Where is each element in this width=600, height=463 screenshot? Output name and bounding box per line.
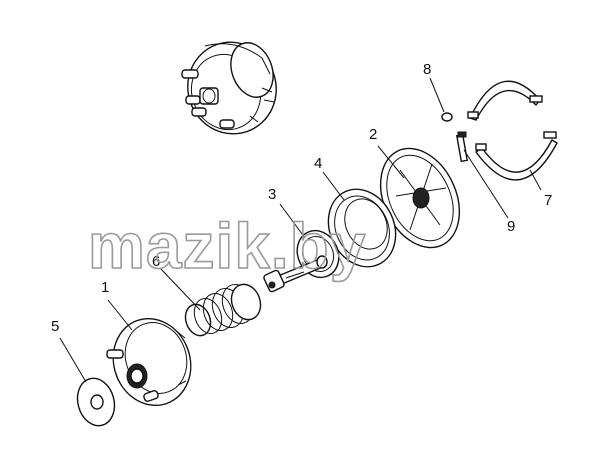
diaphragm-4: [327, 188, 397, 268]
spring-6: [184, 283, 262, 337]
callout-1: 1: [101, 279, 109, 296]
callout-4: 4: [314, 155, 322, 172]
front-housing-1: [106, 317, 192, 407]
leader-lines: [59, 77, 542, 383]
assembled-booster: [181, 41, 277, 135]
callout-8: 8: [423, 61, 431, 78]
washer-5: [76, 377, 116, 427]
callout-2: 2: [369, 126, 377, 143]
callout-9: 9: [507, 218, 515, 235]
callouts: 1 2 3 4 5 6 7 8 9: [51, 61, 552, 335]
callout-5: 5: [51, 318, 59, 335]
nut-8: [441, 112, 453, 122]
clamp-band-7: [467, 80, 558, 181]
callout-3: 3: [268, 186, 276, 203]
callout-6: 6: [152, 253, 160, 270]
push-rod: [263, 255, 328, 293]
callout-7: 7: [544, 192, 552, 209]
watermark-text: mazik.by: [88, 210, 366, 282]
bolt-9: [455, 131, 469, 163]
